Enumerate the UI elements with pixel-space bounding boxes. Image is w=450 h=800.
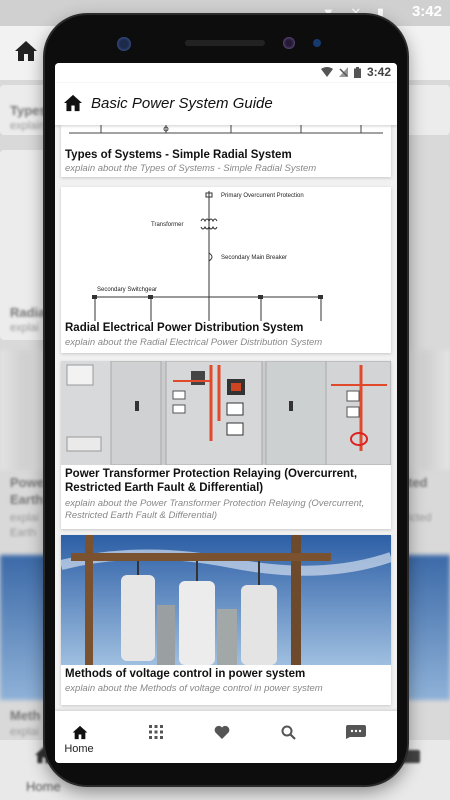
article-card[interactable]: Types of Systems - Simple Radial System … xyxy=(61,125,391,177)
article-title: Power Transformer Protection Relaying (O… xyxy=(65,468,358,494)
background-card xyxy=(405,85,450,135)
status-icons: 3:42 xyxy=(320,65,391,79)
background-status-time: 3:42 xyxy=(411,3,442,20)
battery-icon xyxy=(353,66,361,78)
article-title: Types of Systems - Simple Radial System xyxy=(65,149,292,161)
background-panel-image xyxy=(402,350,450,470)
article-description: explain about the Power Transformer Prot… xyxy=(65,498,365,521)
no-signal-icon xyxy=(338,67,348,77)
article-description: explain about the Methods of voltage con… xyxy=(65,683,323,694)
background-text: Earth xyxy=(10,527,37,539)
wifi-icon xyxy=(320,67,333,77)
front-camera xyxy=(117,37,131,51)
home-icon xyxy=(72,725,88,739)
article-card[interactable]: Power Transformer Protection Relaying (O… xyxy=(61,361,391,529)
article-diagram-image: Primary Overcurrent Protection Transform… xyxy=(61,187,391,321)
nav-home[interactable] xyxy=(65,721,95,743)
article-title: Methods of voltage control in power syst… xyxy=(65,668,306,680)
background-text: explai xyxy=(10,726,39,738)
nav-favorites[interactable] xyxy=(207,721,237,743)
status-bar: 3:42 xyxy=(55,63,397,83)
article-title: Radial Electrical Power Distribution Sys… xyxy=(65,322,304,334)
background-home-icon xyxy=(15,41,37,61)
background-text: Radia xyxy=(10,305,46,320)
article-panel-image xyxy=(61,361,391,465)
background-text: explai xyxy=(10,322,39,334)
proximity-sensor xyxy=(313,39,321,47)
heart-icon xyxy=(214,725,230,739)
bottom-nav: Home xyxy=(55,711,397,763)
background-text: ted xyxy=(408,475,428,490)
home-icon[interactable] xyxy=(63,94,83,112)
background-text: explai xyxy=(10,512,39,524)
background-panel-image xyxy=(0,350,48,470)
app-bar: Basic Power System Guide xyxy=(55,83,397,125)
background-text: Powe xyxy=(10,475,44,490)
diagram-label: Primary Overcurrent Protection xyxy=(221,193,304,199)
article-description: explain about the Types of Systems - Sim… xyxy=(65,163,317,174)
search-icon xyxy=(281,725,296,740)
background-card xyxy=(0,150,48,340)
article-card[interactable]: Methods of voltage control in power syst… xyxy=(61,535,391,705)
nav-search[interactable] xyxy=(273,721,303,743)
phone-top-bezel xyxy=(45,15,407,85)
article-card[interactable]: Primary Overcurrent Protection Transform… xyxy=(61,187,391,353)
earpiece-speaker xyxy=(185,40,265,46)
diagram-label: Secondary Main Breaker xyxy=(221,255,287,261)
chat-icon xyxy=(346,725,366,739)
background-photo xyxy=(0,555,48,700)
article-diagram-image xyxy=(61,125,391,147)
iris-sensor xyxy=(283,37,295,49)
phone-screen: 3:42 Basic Power System Guide xyxy=(55,63,397,763)
background-text: Types xyxy=(10,103,47,118)
nav-more[interactable] xyxy=(341,721,371,743)
nav-home-label: Home xyxy=(64,743,94,755)
nav-categories[interactable] xyxy=(141,721,171,743)
grid-icon xyxy=(149,725,163,739)
app-title: Basic Power System Guide xyxy=(91,95,273,112)
background-text: Meth xyxy=(10,708,41,723)
article-photo-image xyxy=(61,535,391,665)
article-list[interactable]: Types of Systems - Simple Radial System … xyxy=(55,125,397,711)
status-time: 3:42 xyxy=(366,65,391,79)
phone-frame: 3:42 Basic Power System Guide xyxy=(45,15,407,785)
background-card xyxy=(0,85,48,135)
background-text: explain xyxy=(10,120,45,132)
background-home-label: Home xyxy=(26,779,61,794)
diagram-label: Secondary Switchgear xyxy=(97,287,157,293)
article-description: explain about the Radial Electrical Powe… xyxy=(65,337,323,348)
diagram-label: Transformer xyxy=(151,222,183,228)
background-text: Earth xyxy=(10,492,44,507)
background-photo xyxy=(402,555,450,700)
